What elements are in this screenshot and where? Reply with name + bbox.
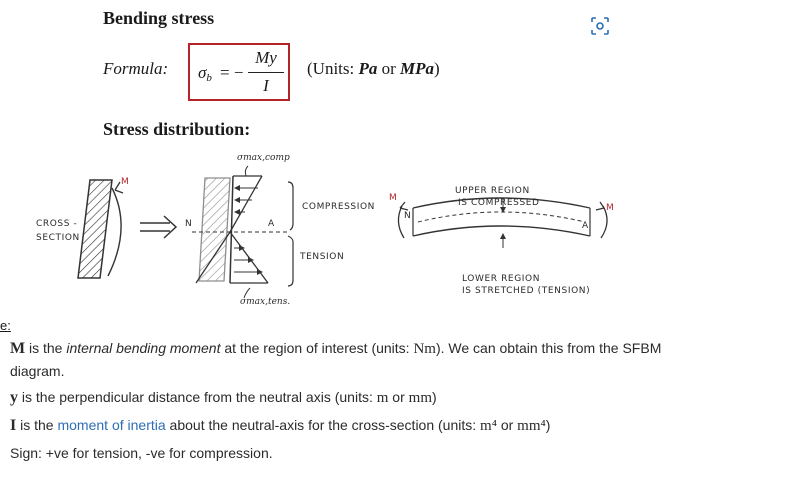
where-label: e: — [0, 318, 11, 333]
stress-distribution-diagram: M CROSS - SECTION N A — [0, 148, 640, 313]
stress-distribution-heading: Stress distribution: — [103, 119, 251, 139]
formula-box: σb = − My I — [188, 43, 290, 101]
definition-moment: M is the internal bending moment at the … — [10, 340, 662, 379]
bent-beam-drawing — [397, 197, 608, 248]
label-moment-3: M — [606, 203, 614, 213]
label-axis-2: A — [582, 221, 589, 231]
definition-distance: y is the perpendicular distance from the… — [10, 389, 437, 406]
label-sigma-max-comp: σmax,comp — [237, 153, 290, 163]
sign-convention: Sign: +ve for tension, -ve for compressi… — [10, 445, 273, 461]
label-lower-stretched: IS STRETCHED (TENSION) — [462, 286, 590, 296]
label-moment-1: M — [121, 177, 129, 187]
label-upper-compressed: IS COMPRESSED — [458, 198, 540, 208]
label-neutral-1: N — [185, 219, 192, 229]
formula-row: Formula: σb = − My I (Units: Pa or MPa) — [103, 43, 603, 101]
definition-inertia: I is the moment of inertia about the neu… — [10, 417, 551, 434]
formula-units: (Units: Pa or MPa) — [307, 59, 440, 78]
label-neutral-2: N — [404, 211, 411, 221]
moment-of-inertia-link[interactable]: moment of inertia — [57, 417, 166, 433]
label-lower-region: LOWER REGION — [462, 274, 540, 284]
label-moment-2: M — [389, 193, 397, 203]
formula-numerator: My — [255, 48, 277, 67]
label-sigma-max-tens: σmax,tens. — [240, 297, 290, 307]
formula-equals: = − — [220, 63, 244, 82]
stress-block-drawing — [195, 165, 269, 299]
formula-fraction: My I — [248, 48, 284, 96]
beam-cross-section-drawing — [77, 179, 124, 279]
label-cross: CROSS - — [36, 219, 77, 229]
label-compression: COMPRESSION — [302, 202, 375, 212]
scan-icon[interactable] — [591, 17, 609, 35]
label-tension: TENSION — [299, 252, 344, 262]
formula-sigma: σb — [198, 63, 212, 84]
implies-arrow — [140, 215, 178, 239]
section-title: Bending stress — [103, 8, 215, 28]
label-upper-region: UPPER REGION — [455, 186, 530, 196]
formula-label: Formula: — [103, 59, 169, 78]
formula-denominator: I — [263, 76, 269, 95]
label-axis-1: A — [268, 219, 275, 229]
label-section: SECTION — [36, 233, 80, 243]
